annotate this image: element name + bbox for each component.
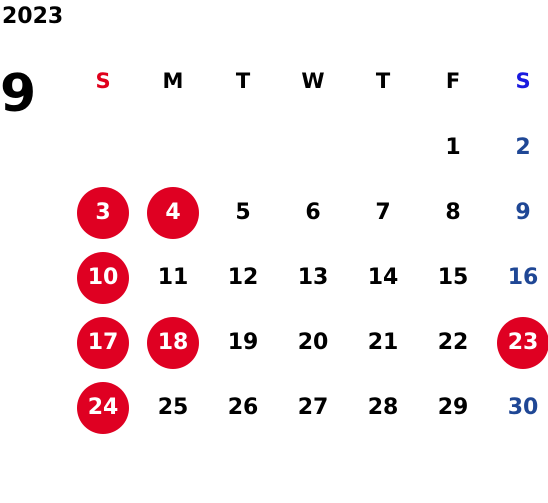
day-cell: 17 — [68, 310, 138, 375]
day-cell: 23 — [488, 310, 548, 375]
day-cell — [208, 115, 278, 180]
day-cell: 18 — [138, 310, 208, 375]
day-number: 3 — [77, 186, 129, 239]
day-cell: 1 — [418, 115, 488, 180]
day-empty — [147, 122, 199, 174]
day-number: 16 — [507, 264, 539, 290]
day-number: 7 — [375, 199, 391, 225]
weekday-wednesday: W — [301, 69, 325, 93]
day-number: 15 — [437, 264, 469, 290]
weekday-saturday: S — [515, 69, 531, 93]
day-cell: 7 — [348, 180, 418, 245]
weekday-thursday: T — [375, 69, 391, 93]
day-cell: 27 — [278, 375, 348, 440]
day-number: 6 — [305, 199, 321, 225]
day-cell — [348, 115, 418, 180]
day-empty — [217, 122, 269, 174]
day-cell: 2 — [488, 115, 548, 180]
day-cell: 4 — [138, 180, 208, 245]
day-cell: 25 — [138, 375, 208, 440]
day-cell — [68, 115, 138, 180]
day-cell — [278, 115, 348, 180]
day-number: 28 — [367, 394, 399, 420]
day-cell: 8 — [418, 180, 488, 245]
weekday-friday: F — [445, 69, 461, 93]
day-cell: 13 — [278, 245, 348, 310]
day-cell: 3 — [68, 180, 138, 245]
day-cell: 5 — [208, 180, 278, 245]
day-number: 20 — [297, 329, 329, 355]
day-number: 14 — [367, 264, 399, 290]
day-cell: 9 — [488, 180, 548, 245]
day-cell: 10 — [68, 245, 138, 310]
day-cell: 28 — [348, 375, 418, 440]
calendar-month: 9 — [0, 64, 37, 124]
day-cell: 15 — [418, 245, 488, 310]
day-cell: 11 — [138, 245, 208, 310]
weekday-tuesday: T — [235, 69, 251, 93]
day-cell: 30 — [488, 375, 548, 440]
day-number: 13 — [297, 264, 329, 290]
day-cell: 26 — [208, 375, 278, 440]
day-cell: 12 — [208, 245, 278, 310]
day-number: 1 — [445, 134, 461, 160]
day-number: 12 — [227, 264, 259, 290]
day-empty — [77, 122, 129, 174]
day-number: 27 — [297, 394, 329, 420]
day-number: 26 — [227, 394, 259, 420]
day-number: 5 — [235, 199, 251, 225]
day-cell: 14 — [348, 245, 418, 310]
day-number: 4 — [147, 186, 199, 239]
day-cell: 21 — [348, 310, 418, 375]
day-cell: 22 — [418, 310, 488, 375]
day-number: 9 — [515, 199, 531, 225]
calendar-year: 2023 — [2, 4, 64, 29]
day-number: 29 — [437, 394, 469, 420]
day-number: 22 — [437, 329, 469, 355]
day-cell: 16 — [488, 245, 548, 310]
day-number: 2 — [515, 134, 531, 160]
weekday-sunday: S — [95, 69, 111, 93]
day-number: 25 — [157, 394, 189, 420]
day-cell: 6 — [278, 180, 348, 245]
day-cell — [138, 115, 208, 180]
day-cell: 29 — [418, 375, 488, 440]
day-number: 24 — [77, 381, 129, 434]
day-number: 18 — [147, 316, 199, 369]
day-empty — [287, 122, 339, 174]
day-number: 17 — [77, 316, 129, 369]
day-cell: 20 — [278, 310, 348, 375]
day-number: 30 — [507, 394, 539, 420]
day-number: 10 — [77, 251, 129, 304]
day-cell: 19 — [208, 310, 278, 375]
day-number: 8 — [445, 199, 461, 225]
day-empty — [357, 122, 409, 174]
weekday-monday: M — [162, 69, 184, 93]
day-number: 19 — [227, 329, 259, 355]
day-cell: 24 — [68, 375, 138, 440]
day-number: 21 — [367, 329, 399, 355]
day-number: 23 — [497, 316, 548, 369]
day-number: 11 — [157, 264, 189, 290]
